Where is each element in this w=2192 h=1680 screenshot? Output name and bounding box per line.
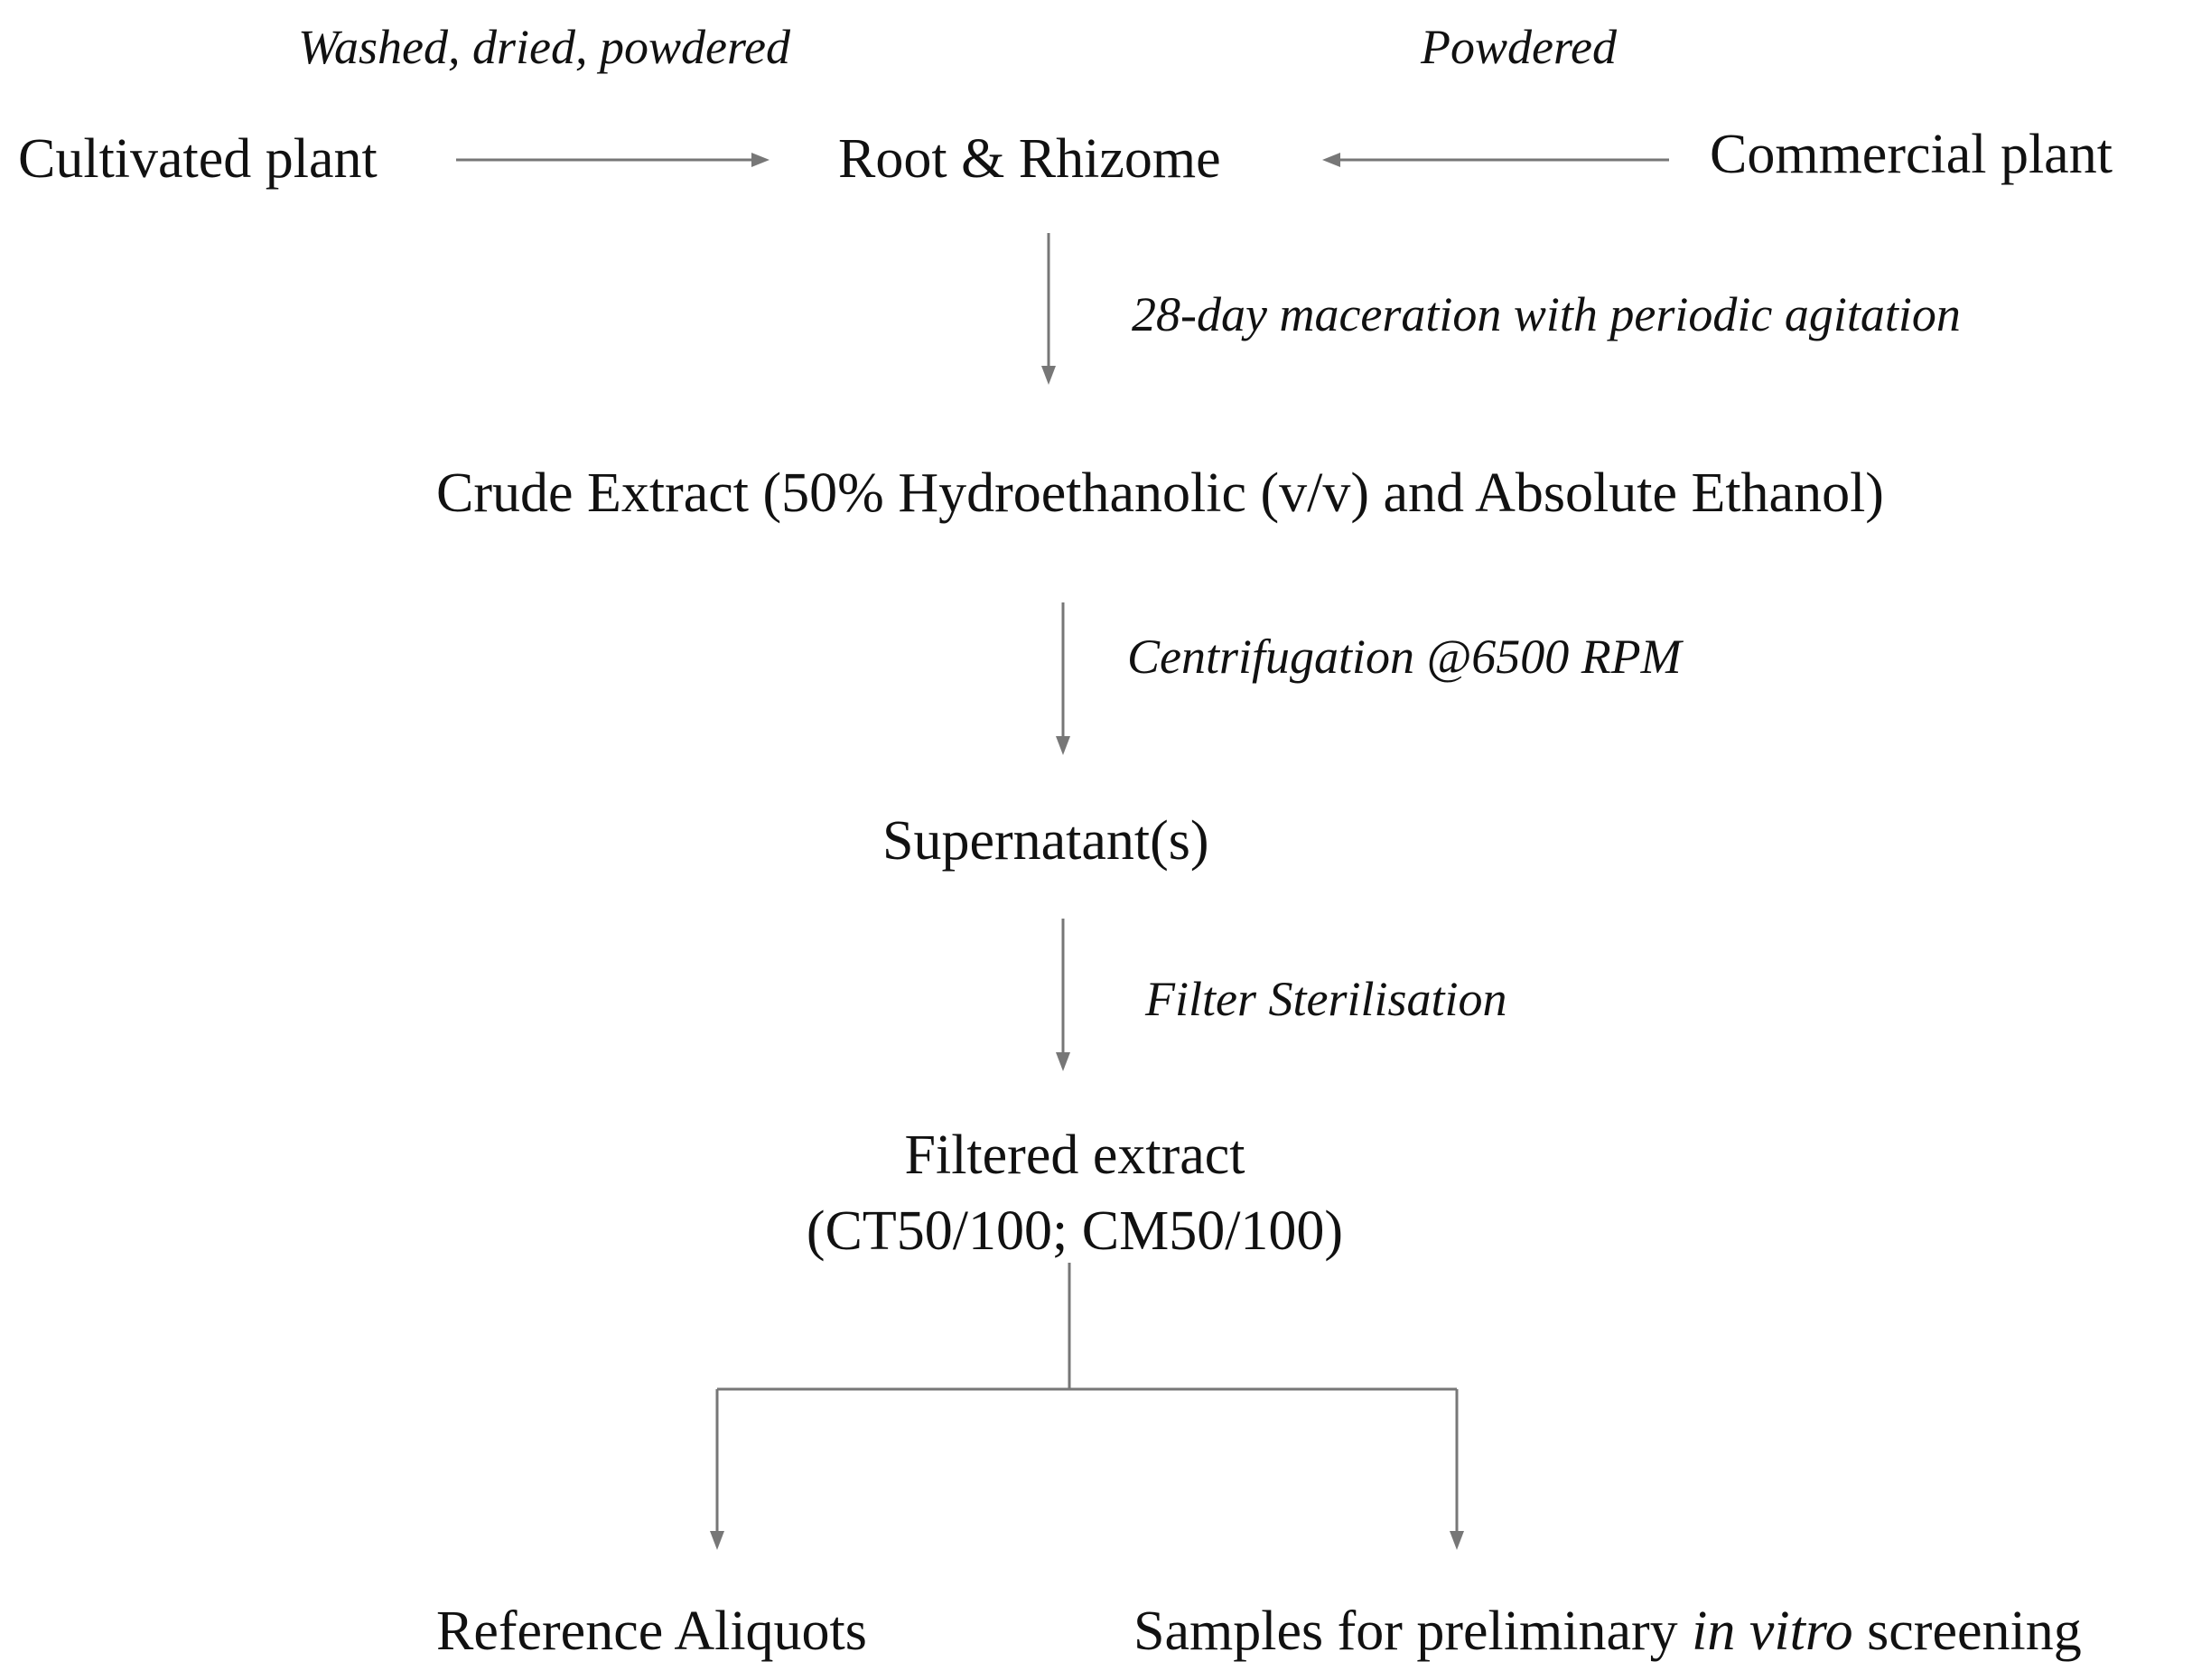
filtered-extract-title: Filtered extract — [904, 1125, 1245, 1186]
arrowhead-crude-to-supernatant — [1056, 736, 1070, 755]
samples-text-suffix: screening — [1852, 1601, 2082, 1662]
step-note-washed-dried-powdered: Washed, dried, powdered — [298, 20, 790, 74]
step-note-centrifugation: Centrifugation @6500 RPM — [1127, 630, 1682, 684]
arrowhead-commercial-to-root — [1322, 153, 1340, 167]
arrowhead-branch-to-samples — [1450, 1531, 1464, 1550]
arrowhead-root-to-crude — [1041, 366, 1056, 385]
node-reference-aliquots: Reference Aliquots — [436, 1601, 867, 1662]
samples-text-in-vitro: in vitro — [1692, 1601, 1853, 1662]
node-commercial-plant: Commercial plant — [1710, 124, 2113, 185]
node-samples-screening: Samples for preliminary in vitro screeni… — [1133, 1603, 2082, 1659]
node-cultivated-plant: Cultivated plant — [18, 128, 378, 190]
step-note-maceration: 28-day maceration with periodic agitatio… — [1132, 287, 1961, 341]
node-supernatant: Supernatant(s) — [882, 810, 1209, 872]
step-note-filter-sterilisation: Filter Sterilisation — [1145, 972, 1507, 1026]
step-note-powdered: Powdered — [1421, 20, 1617, 74]
arrowhead-supernatant-to-filtered — [1056, 1052, 1070, 1071]
filtered-extract-codes: (CT50/100; CM50/100) — [806, 1200, 1344, 1262]
node-crude-extract: Crude Extract (50% Hydroethanolic (v/v) … — [436, 462, 1884, 524]
arrowhead-branch-to-reference — [710, 1531, 724, 1550]
samples-text-prefix: Samples for preliminary — [1133, 1601, 1693, 1662]
node-root-rhizome: Root & Rhizome — [838, 128, 1221, 190]
arrowhead-cultivated-to-root — [751, 153, 770, 167]
node-filtered-extract: Filtered extract (CT50/100; CM50/100) — [714, 1117, 1436, 1269]
